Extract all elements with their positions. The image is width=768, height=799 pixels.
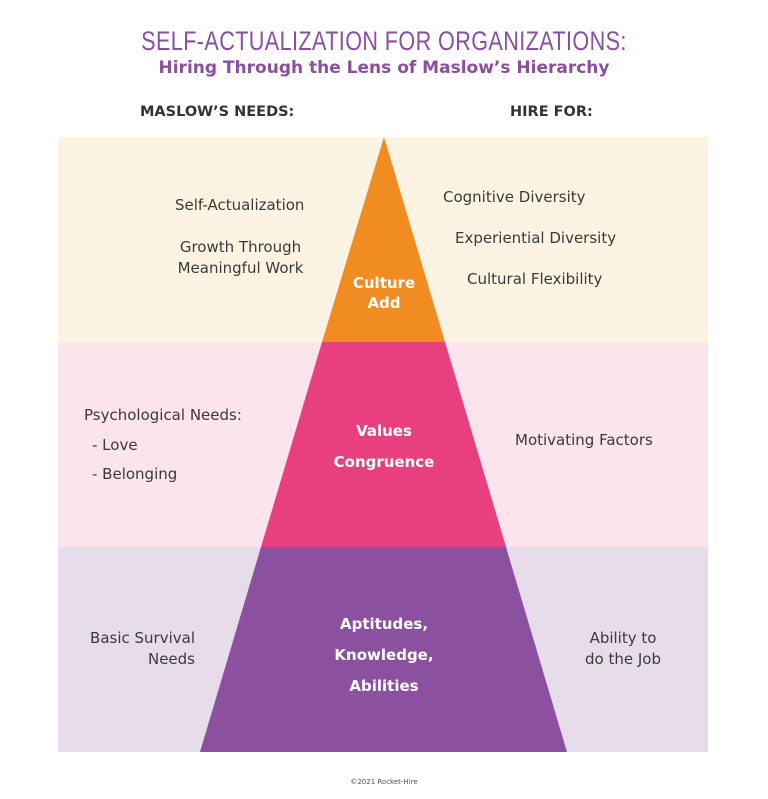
label-cultural-flexibility: Cultural Flexibility [467, 270, 603, 288]
label-growth-line2: Meaningful Work [177, 259, 304, 277]
copyright: ©2021 Rocket-Hire [350, 778, 418, 786]
label-psychological-needs: Psychological Needs: [84, 406, 242, 424]
label-growth-line1: Growth Through [179, 238, 302, 256]
survival-line2: Needs [147, 650, 195, 668]
survival-line1: Basic Survival [90, 629, 195, 647]
culture-line1: Culture [352, 274, 416, 292]
header-hire-for: HIRE FOR: [510, 104, 593, 120]
header-maslows-needs: MASLOW’S NEEDS: [140, 104, 295, 120]
page-title: SELF-ACTUALIZATION FOR ORGANIZATIONS: [141, 26, 627, 56]
pyramid-middle-pink [261, 342, 506, 547]
values-line1: Values [356, 422, 412, 440]
label-cognitive-diversity: Cognitive Diversity [443, 188, 586, 206]
label-motivating-factors: Motivating Factors [515, 431, 653, 449]
values-line2: Congruence [333, 453, 435, 471]
ability-line1: Ability to [589, 629, 657, 647]
aptitudes-line3: Abilities [349, 677, 419, 695]
pyramid-label-aptitudes: Aptitudes, Knowledge, Abilities [314, 609, 454, 702]
label-self-actualization: Self-Actualization [175, 196, 305, 214]
pyramid-top-orange [322, 137, 445, 342]
culture-line2: Add [367, 294, 401, 312]
aptitudes-line2: Knowledge, [334, 646, 434, 664]
label-love: - Love [92, 436, 138, 454]
label-belonging: - Belonging [92, 465, 178, 483]
ability-line2: do the Job [585, 650, 661, 668]
label-ability-to-do-job: Ability to do the Job [568, 628, 678, 670]
aptitudes-line1: Aptitudes, [339, 615, 429, 633]
pyramid-bottom-purple [200, 547, 567, 752]
label-experiential-diversity: Experiential Diversity [455, 229, 617, 247]
page-subtitle: Hiring Through the Lens of Maslow’s Hier… [158, 58, 610, 78]
